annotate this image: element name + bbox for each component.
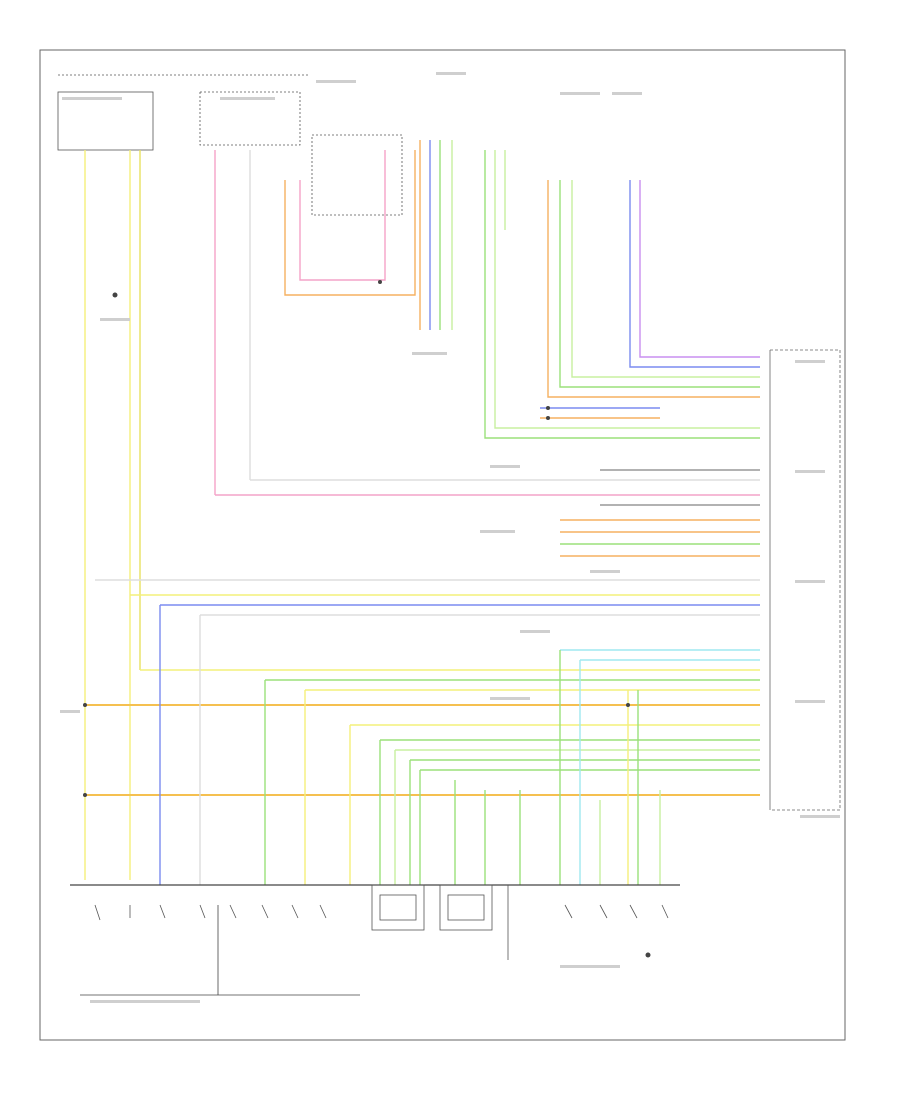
left-vertical-wires: [84, 150, 416, 880]
top-left-components: [57, 74, 403, 216]
lower-vertical-wires: [159, 605, 661, 885]
mid-horizontal-wires: [215, 469, 760, 557]
diagram-border: [39, 49, 846, 1041]
upper-middle-wires: [419, 140, 760, 439]
splice-points: [83, 280, 651, 958]
bottom-components: [80, 884, 509, 996]
lower-horizontal-wires: [85, 579, 760, 796]
upper-right-wires: [540, 180, 760, 419]
control-module: [769, 349, 841, 811]
label-blocks: [60, 72, 840, 1003]
switch-symbols: [94, 904, 669, 921]
